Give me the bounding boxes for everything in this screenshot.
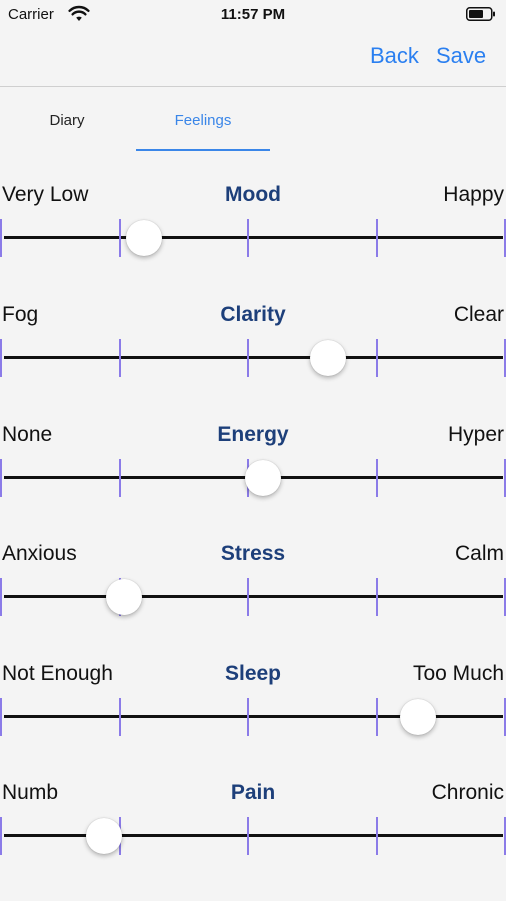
- stress-slider-tick: [247, 578, 249, 616]
- sleep-title: Sleep: [224, 662, 282, 685]
- stress-slider-track[interactable]: [4, 595, 503, 598]
- navigation-bar: Back Save: [0, 30, 506, 87]
- carrier-label: Carrier: [8, 6, 54, 23]
- clarity-slider-tick: [504, 339, 506, 377]
- wifi-icon: [68, 5, 90, 21]
- stress-title: Stress: [220, 542, 286, 565]
- energy-slider-thumb[interactable]: [245, 460, 282, 496]
- mood-high-label: Happy: [443, 183, 504, 206]
- mood-slider-thumb[interactable]: [125, 220, 162, 256]
- pain-slider-track[interactable]: [4, 834, 503, 837]
- mood-title: Mood: [225, 183, 281, 206]
- stress-slider-thumb[interactable]: [105, 579, 142, 615]
- energy-slider-tick: [376, 459, 378, 497]
- back-button[interactable]: Back: [370, 43, 419, 68]
- stress-row: Anxious Stress Calm: [0, 542, 506, 662]
- clarity-slider-tick: [376, 339, 378, 377]
- stress-slider-tick: [376, 578, 378, 616]
- stress-slider-tick: [504, 578, 506, 616]
- pain-slider-tick: [0, 817, 2, 855]
- mood-slider-track[interactable]: [4, 236, 503, 239]
- tab-feelings[interactable]: Feelings: [174, 112, 232, 129]
- mood-slider-tick: [0, 219, 2, 257]
- pain-slider-tick: [376, 817, 378, 855]
- sleep-slider-tick: [119, 698, 121, 736]
- pain-slider-thumb[interactable]: [85, 818, 122, 854]
- stress-high-label: Calm: [454, 542, 504, 565]
- clarity-title: Clarity: [220, 303, 286, 326]
- energy-low-label: None: [2, 423, 53, 446]
- sleep-slider-tick: [247, 698, 249, 736]
- energy-title: Energy: [217, 423, 289, 446]
- tab-diary[interactable]: Diary: [49, 112, 85, 129]
- mood-slider-tick: [376, 219, 378, 257]
- energy-row: None Energy Hyper: [0, 423, 506, 543]
- sleep-slider-thumb[interactable]: [400, 699, 437, 735]
- sleep-row: Not Enough Sleep Too Much: [0, 662, 506, 782]
- stress-slider-tick: [0, 578, 2, 616]
- energy-slider-tick: [119, 459, 121, 497]
- clock: 11:57 PM: [220, 6, 286, 23]
- clarity-row: Fog Clarity Clear: [0, 303, 506, 423]
- clarity-high-label: Clear: [453, 303, 504, 326]
- pain-slider-tick: [247, 817, 249, 855]
- energy-slider-tick: [504, 459, 506, 497]
- clarity-slider-tick: [0, 339, 2, 377]
- clarity-slider-tick: [119, 339, 121, 377]
- sleep-slider-tick: [376, 698, 378, 736]
- clarity-low-label: Fog: [2, 303, 39, 326]
- sleep-high-label: Too Much: [412, 662, 504, 685]
- sleep-slider-tick: [504, 698, 506, 736]
- mood-row: Very Low Mood Happy: [0, 183, 506, 303]
- sleep-low-label: Not Enough: [2, 662, 113, 685]
- pain-low-label: Numb: [2, 781, 59, 804]
- pain-slider-tick: [504, 817, 506, 855]
- clarity-slider-track[interactable]: [4, 356, 503, 359]
- tab-selection-indicator: [136, 149, 270, 151]
- sleep-slider-track[interactable]: [4, 715, 503, 718]
- pain-title: Pain: [230, 781, 276, 804]
- tab-bar: Diary Feelings: [0, 88, 506, 152]
- battery-icon: [466, 7, 495, 21]
- clarity-slider-tick: [247, 339, 249, 377]
- sleep-slider-tick: [0, 698, 2, 736]
- status-bar: Carrier 11:57 PM: [0, 0, 506, 30]
- mood-slider-tick: [119, 219, 121, 257]
- save-button[interactable]: Save: [436, 43, 487, 68]
- energy-slider-tick: [0, 459, 2, 497]
- energy-high-label: Hyper: [447, 423, 504, 446]
- mood-low-label: Very Low: [2, 183, 89, 206]
- mood-slider-tick: [247, 219, 249, 257]
- mood-slider-tick: [504, 219, 506, 257]
- pain-row: Numb Pain Chronic: [0, 781, 506, 901]
- pain-high-label: Chronic: [431, 781, 504, 804]
- stress-low-label: Anxious: [2, 542, 77, 565]
- clarity-slider-thumb[interactable]: [310, 340, 347, 376]
